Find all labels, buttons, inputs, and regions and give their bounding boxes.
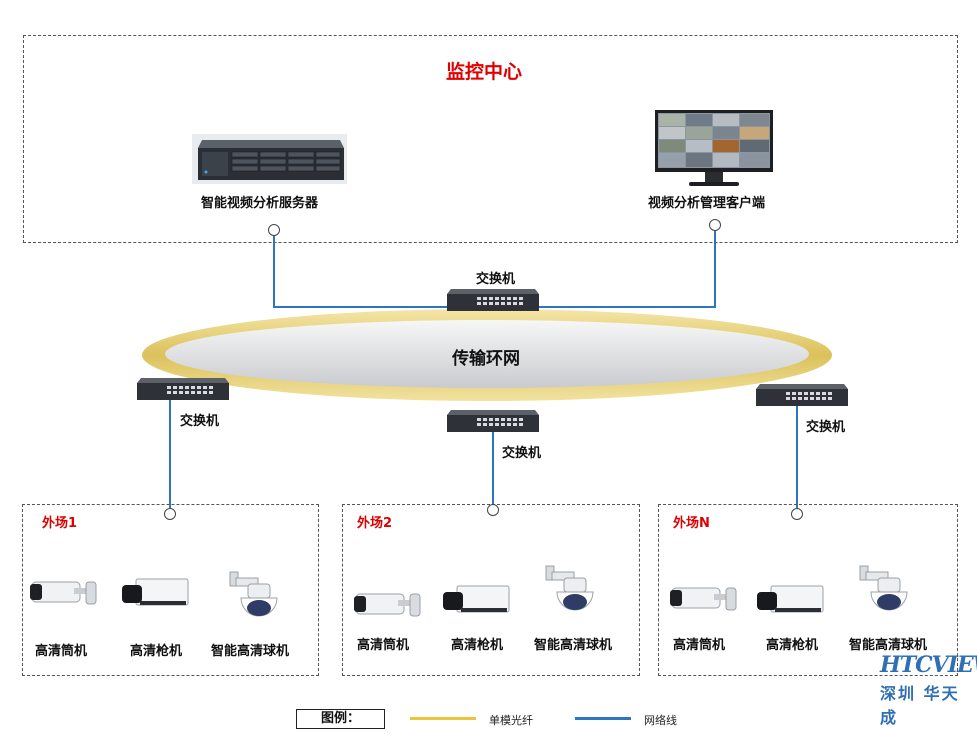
switch-2-icon	[447, 410, 539, 432]
site-2-cam1-label: 高清筒机	[357, 638, 410, 653]
site-n-box	[658, 504, 958, 676]
legend-title: 图例：	[296, 709, 385, 729]
site-n-cam2-label: 高清枪机	[766, 638, 819, 653]
control-center-box	[23, 35, 958, 243]
site-1-cam2-label: 高清枪机	[130, 644, 183, 659]
bullet-camera-icon	[670, 587, 737, 611]
legend-cable-swatch	[575, 717, 631, 720]
switch-n-label: 交换机	[806, 420, 846, 435]
ring-label: 传输环网	[452, 349, 520, 369]
site-2-title: 外场2	[357, 516, 393, 531]
control-center-title: 监控中心	[446, 61, 523, 83]
client-port-node	[709, 219, 721, 231]
box-camera-icon	[443, 585, 510, 613]
server-label: 智能视频分析服务器	[201, 196, 319, 211]
brand-logo: HTCVIEW	[880, 652, 977, 678]
dome-camera-icon	[545, 565, 594, 611]
server-cable-h	[273, 306, 449, 308]
switch-1-label: 交换机	[180, 414, 220, 429]
site-2-cam2-label: 高清枪机	[451, 638, 504, 653]
site-n-cable	[796, 406, 798, 508]
site-1-cam1-label: 高清筒机	[35, 644, 88, 659]
legend-fiber-swatch	[410, 717, 476, 720]
server-port-node	[268, 224, 280, 236]
client-label: 视频分析管理客户端	[648, 196, 766, 211]
site-2-cam3-label: 智能高清球机	[534, 638, 613, 653]
legend-fiber-label: 单模光纤	[489, 714, 533, 727]
client-cable-h	[538, 306, 716, 308]
legend-cable-label: 网络线	[644, 714, 677, 727]
dome-camera-icon	[859, 565, 908, 611]
server-icon	[192, 134, 347, 184]
client-cable	[714, 231, 716, 308]
switch-2-label: 交换机	[502, 446, 542, 461]
box-camera-icon	[757, 585, 824, 613]
monitor-icon	[655, 110, 773, 186]
site-n-cam1-label: 高清筒机	[673, 638, 726, 653]
site-1-cable	[169, 400, 171, 508]
site-1-port-node	[164, 508, 176, 520]
site-n-port-node	[791, 508, 803, 520]
box-camera-icon	[122, 578, 189, 606]
site-n-cam3-label: 智能高清球机	[849, 638, 928, 653]
core-switch-icon	[447, 289, 539, 311]
site-n-title: 外场N	[673, 516, 710, 531]
server-cable	[273, 236, 275, 308]
site-1-box	[22, 504, 319, 676]
transmission-ring	[142, 309, 832, 401]
site-1-cam3-label: 智能高清球机	[211, 644, 290, 659]
switch-1-icon	[137, 378, 229, 400]
core-switch-label: 交换机	[476, 272, 516, 287]
bullet-camera-icon	[354, 593, 421, 617]
brand-logo-sub: 深圳 华天成	[880, 684, 960, 727]
switch-n-icon	[756, 384, 848, 406]
bullet-camera-icon	[30, 581, 97, 605]
site-2-port-node	[487, 504, 499, 516]
dome-camera-icon	[229, 571, 278, 617]
site-1-title: 外场1	[42, 516, 78, 531]
site-2-cable	[492, 432, 494, 504]
